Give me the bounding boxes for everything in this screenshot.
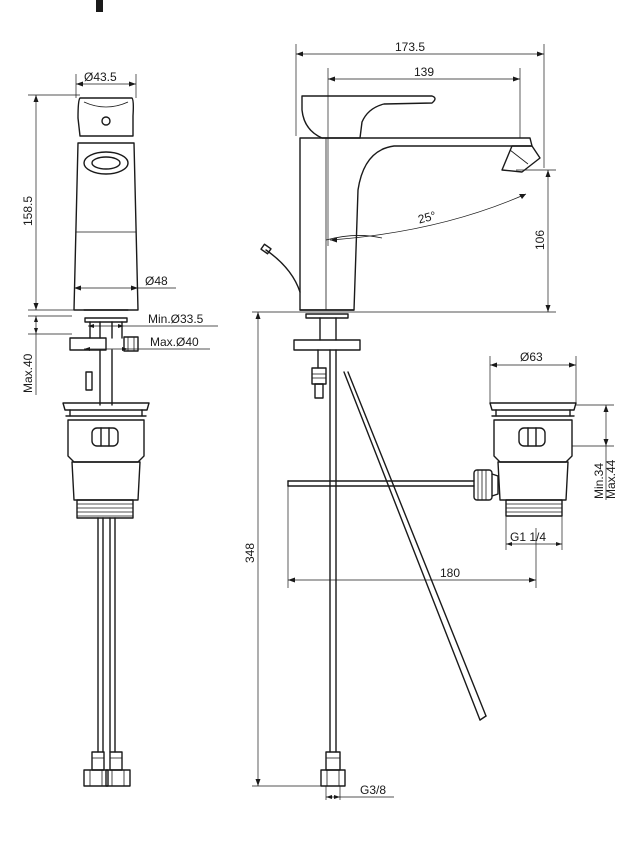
dim-swivel-angle: 25° — [416, 208, 437, 226]
dim-spout-length: 139 — [414, 65, 434, 79]
waste-flange — [489, 402, 577, 411]
waste-dimensions: Ø63 Min.34 Max.44 G1 1/4 — [489, 350, 618, 550]
front-view — [62, 97, 150, 787]
dim-overall-width: 173.5 — [395, 40, 425, 54]
dim-max-hole: Max.Ø40 — [150, 335, 199, 349]
front-inlet-nut-right — [105, 769, 131, 787]
dim-waste-thread: G1 1/4 — [510, 530, 546, 544]
dim-base-diameter: Ø48 — [145, 274, 168, 288]
dim-top-diameter: Ø43.5 — [84, 70, 117, 84]
dim-inlet-thread: G3/8 — [360, 783, 386, 797]
side-popup-rod — [265, 249, 301, 293]
front-waste-thread — [76, 499, 134, 519]
popup-linkage — [287, 480, 475, 487]
front-dimensions: Ø43.5 158.5 Ø48 Min.Ø33.5 Max.Ø40 M — [21, 70, 218, 395]
dim-waste-diameter: Ø63 — [520, 350, 543, 364]
cropped-title-mark — [96, 0, 103, 12]
dim-max-thickness: Max.40 — [21, 353, 35, 393]
side-dimensions: 173.5 139 25° 106 348 G3/8 — [243, 40, 556, 800]
front-aerator — [83, 151, 129, 175]
front-body — [73, 142, 139, 311]
waste-view — [473, 402, 577, 517]
dim-spout-height: 106 — [533, 230, 547, 250]
waste-overflow-connector — [473, 469, 493, 501]
side-body — [299, 137, 533, 311]
dim-waste-min: Min.34 — [592, 463, 606, 499]
dim-overall-length: 348 — [243, 543, 257, 563]
dim-min-hole: Min.Ø33.5 — [148, 312, 204, 326]
dim-rod-length: 180 — [440, 566, 460, 580]
side-view — [260, 95, 541, 787]
dim-body-height: 158.5 — [21, 196, 35, 226]
front-inlet-nut-left — [83, 769, 109, 787]
dim-waste-max: Max.44 — [604, 459, 618, 499]
side-aerator — [501, 145, 541, 173]
front-waste-flange — [62, 402, 150, 411]
side-lock-nut — [293, 339, 361, 351]
front-lever — [77, 97, 135, 137]
side-lever — [301, 95, 436, 139]
side-inlet-nut — [320, 769, 346, 787]
